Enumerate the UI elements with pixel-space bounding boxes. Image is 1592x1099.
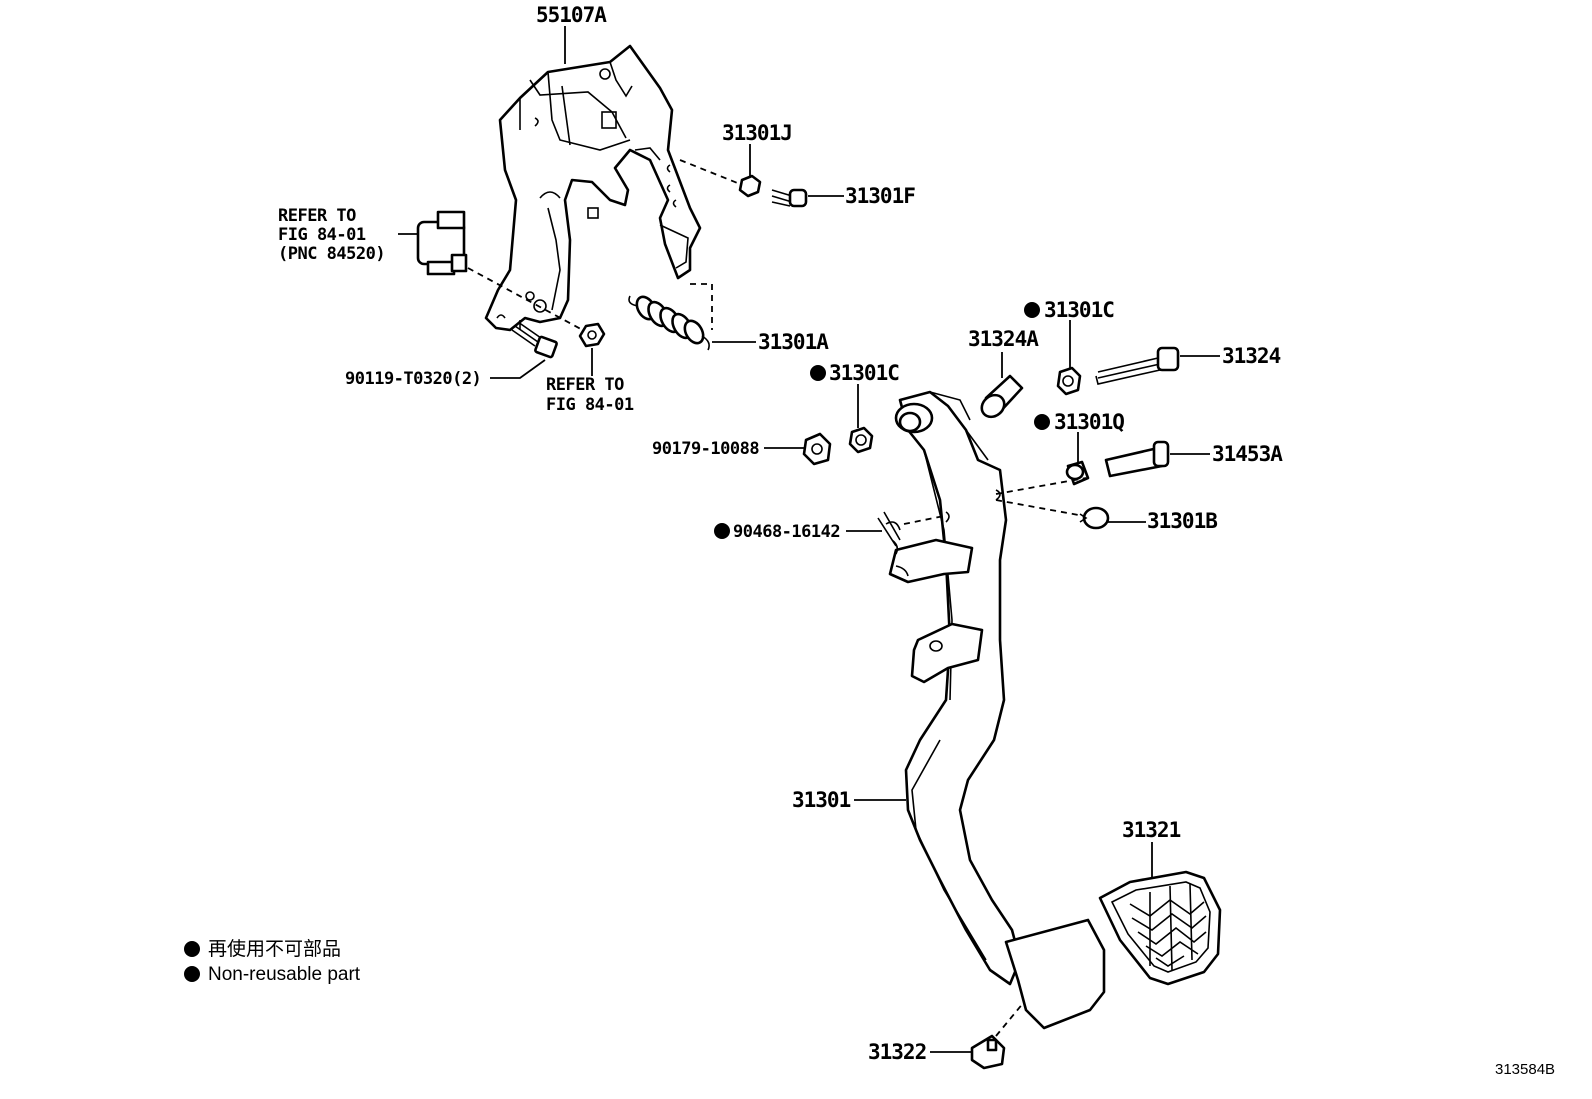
label-refer-switch-1: REFER TO <box>278 206 356 226</box>
label-90179: 90179-10088 <box>652 439 759 459</box>
nut-90179 <box>802 432 832 466</box>
label-31324: 31324 <box>1222 344 1281 368</box>
leader-90119 <box>490 359 546 379</box>
nonreusable-marker-31301c-top <box>1024 302 1040 318</box>
dash-switch-axis <box>467 267 591 335</box>
label-31301b: 31301B <box>1147 509 1217 533</box>
nonreusable-marker-31301c-mid <box>810 365 826 381</box>
label-refer-nut-2: FIG 84-01 <box>546 395 634 415</box>
legend-dot-jp <box>184 941 200 957</box>
nonreusable-marker-90468 <box>714 523 730 539</box>
label-31301c-top: 31301C <box>1044 298 1114 322</box>
nut-31301c-mid <box>848 426 874 454</box>
pin-31453a <box>1104 440 1170 478</box>
legend-en: Non-reusable part <box>208 964 361 985</box>
dash-spring <box>690 283 713 330</box>
pedal-pad-base <box>1004 918 1106 1030</box>
nut-31301j <box>738 174 762 198</box>
nut-refer <box>578 322 606 348</box>
figure-code: 313584B <box>1495 1061 1555 1078</box>
label-refer-switch-2: FIG 84-01 <box>278 225 366 245</box>
dash-31301b <box>995 499 1085 517</box>
nut-31301c-top <box>1056 366 1082 396</box>
label-31324a: 31324A <box>968 327 1039 351</box>
bolt-90119 <box>511 321 558 359</box>
label-31301q: 31301Q <box>1054 410 1124 434</box>
bolt-31324 <box>1095 346 1180 385</box>
label-refer-switch-3: (PNC 84520) <box>278 244 385 264</box>
label-31453a: 31453A <box>1212 442 1283 466</box>
clip-90468 <box>877 511 901 555</box>
label-refer-nut-1: REFER TO <box>546 375 624 395</box>
collar-31324a <box>980 374 1024 419</box>
nonreusable-marker-31301q <box>1034 414 1050 430</box>
pedal-pad-31321 <box>1098 870 1222 986</box>
label-90119: 90119-T0320(2) <box>345 369 481 389</box>
label-55107a: 55107A <box>536 3 607 27</box>
pedal-bracket-55107a <box>484 44 702 332</box>
legend-jp: 再使用不可部品 <box>208 938 341 960</box>
legend: 再使用不可部品 Non-reusable part <box>184 938 361 985</box>
bolt-31301f <box>771 188 808 208</box>
dash-31301q <box>995 477 1087 495</box>
dash-31301j <box>679 159 741 185</box>
pedal-brackets <box>888 538 984 684</box>
label-90468: 90468-16142 <box>733 522 840 542</box>
label-31301: 31301 <box>792 788 851 812</box>
label-31301c-mid: 31301C <box>829 361 899 385</box>
dash-31322 <box>995 1001 1025 1037</box>
label-31301f: 31301F <box>845 184 915 208</box>
cushion-31301b <box>1079 506 1110 530</box>
legend-dot-en <box>184 966 200 982</box>
label-31301j: 31301J <box>722 121 792 145</box>
label-31321: 31321 <box>1122 818 1181 842</box>
return-spring-31301a <box>628 295 710 351</box>
brake-pedal-arm-31301 <box>894 390 1022 986</box>
bushing-31301q <box>1065 460 1090 486</box>
stop-lamp-switch <box>416 210 468 276</box>
label-31322: 31322 <box>868 1040 926 1064</box>
label-31301a: 31301A <box>758 330 829 354</box>
dash-90468 <box>903 515 945 525</box>
stopper-31322 <box>970 1034 1006 1070</box>
